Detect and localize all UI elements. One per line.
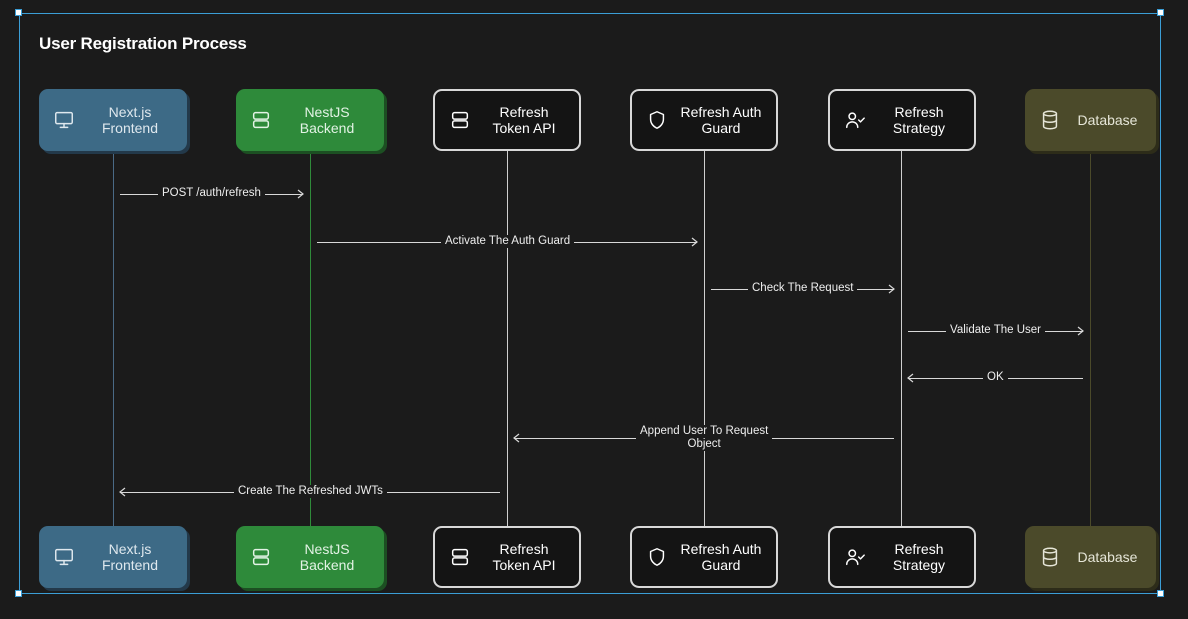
user-check-icon [844, 546, 866, 568]
participant-label: NestJS Backend [299, 104, 355, 136]
participant-label: Refresh Token API [492, 541, 556, 573]
participant-backend-top[interactable]: NestJS Backend [236, 89, 384, 151]
participant-strategy-top[interactable]: Refresh Strategy [828, 89, 976, 151]
server-icon [250, 546, 272, 568]
user-check-icon [844, 109, 866, 131]
arrowhead-7 [119, 487, 126, 497]
participant-frontend-bottom[interactable]: Next.js Frontend [39, 526, 187, 588]
resize-handle-top-left[interactable] [15, 9, 22, 16]
participant-label: Refresh Strategy [892, 104, 946, 136]
message-label-4: Validate The User [946, 324, 1045, 337]
lifeline-backend [310, 151, 311, 526]
shield-icon [646, 109, 668, 131]
participant-database-bottom[interactable]: Database [1025, 526, 1156, 588]
lifeline-database [1090, 151, 1091, 526]
participant-label: Refresh Token API [492, 104, 556, 136]
participant-backend-bottom[interactable]: NestJS Backend [236, 526, 384, 588]
participant-label: Refresh Auth Guard [680, 541, 762, 573]
message-label-6: Append User To Request Object [636, 425, 773, 451]
message-label-1: POST /auth/refresh [158, 187, 265, 200]
shield-icon [646, 546, 668, 568]
participant-token_api-bottom[interactable]: Refresh Token API [433, 526, 581, 588]
server-icon [250, 109, 272, 131]
lifeline-auth_guard [704, 151, 705, 526]
message-label-5: OK [983, 371, 1008, 384]
participant-label: Refresh Auth Guard [680, 104, 762, 136]
lifeline-strategy [901, 151, 902, 526]
arrowhead-3 [888, 284, 895, 294]
arrowhead-2 [691, 237, 698, 247]
server-icon [449, 109, 471, 131]
selection-frame [19, 13, 1161, 594]
participant-label: Database [1077, 112, 1138, 128]
participant-auth_guard-bottom[interactable]: Refresh Auth Guard [630, 526, 778, 588]
participant-strategy-bottom[interactable]: Refresh Strategy [828, 526, 976, 588]
resize-handle-bottom-left[interactable] [15, 590, 22, 597]
database-icon [1039, 546, 1061, 568]
participant-label: Next.js Frontend [101, 541, 159, 573]
database-icon [1039, 109, 1061, 131]
diagram-title: User Registration Process [39, 34, 247, 53]
participant-database-top[interactable]: Database [1025, 89, 1156, 151]
participant-label: Database [1077, 549, 1138, 565]
resize-handle-bottom-right[interactable] [1157, 590, 1164, 597]
participant-frontend-top[interactable]: Next.js Frontend [39, 89, 187, 151]
message-label-7: Create The Refreshed JWTs [234, 485, 387, 498]
message-label-2: Activate The Auth Guard [441, 235, 575, 248]
lifeline-frontend [113, 151, 114, 526]
arrowhead-4 [1077, 326, 1084, 336]
monitor-icon [53, 109, 75, 131]
participant-label: NestJS Backend [299, 541, 355, 573]
arrowhead-6 [513, 433, 520, 443]
resize-handle-top-right[interactable] [1157, 9, 1164, 16]
server-icon [449, 546, 471, 568]
monitor-icon [53, 546, 75, 568]
arrowhead-5 [907, 373, 914, 383]
lifeline-token_api [507, 151, 508, 526]
participant-label: Next.js Frontend [101, 104, 159, 136]
participant-token_api-top[interactable]: Refresh Token API [433, 89, 581, 151]
arrowhead-1 [297, 189, 304, 199]
participant-auth_guard-top[interactable]: Refresh Auth Guard [630, 89, 778, 151]
message-label-3: Check The Request [748, 282, 858, 295]
participant-label: Refresh Strategy [892, 541, 946, 573]
